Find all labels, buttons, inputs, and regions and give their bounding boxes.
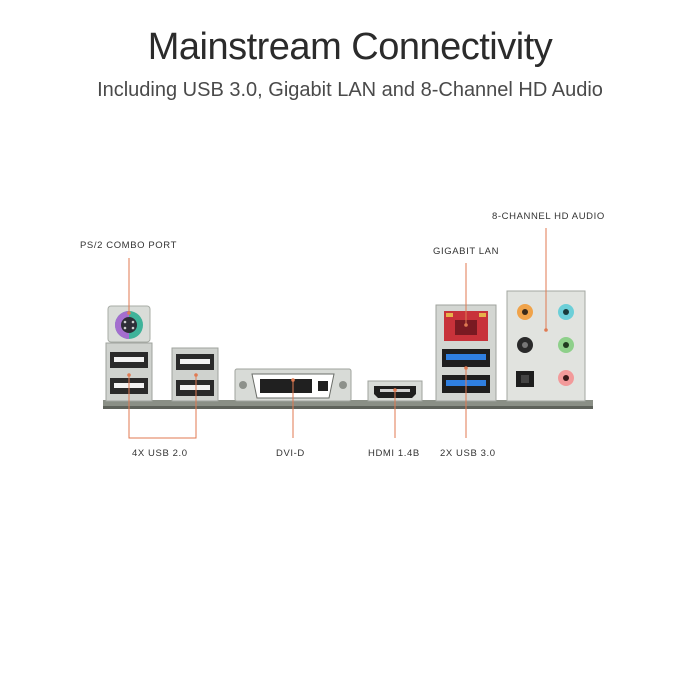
label-usb2: 4X USB 2.0 xyxy=(132,448,188,459)
callout-lines xyxy=(128,228,547,439)
label-gigabit-lan: GIGABIT LAN xyxy=(433,246,500,257)
page-title: Mainstream Connectivity xyxy=(147,26,553,68)
usb3-port-upper xyxy=(446,354,486,360)
label-audio: 8-CHANNEL HD AUDIO xyxy=(492,211,605,222)
callout-dots xyxy=(127,311,548,392)
label-ps2-combo-port: PS/2 COMBO PORT xyxy=(80,240,177,251)
page-subtitle: Including USB 3.0, Gigabit LAN and 8-Cha… xyxy=(97,79,603,101)
board-edge xyxy=(103,400,593,409)
audio-jacks xyxy=(506,290,586,402)
label-hdmi: HDMI 1.4B xyxy=(368,448,420,459)
ps2-port xyxy=(107,305,151,343)
label-dvi-d: DVI-D xyxy=(276,448,305,459)
label-usb3: 2X USB 3.0 xyxy=(440,448,496,459)
